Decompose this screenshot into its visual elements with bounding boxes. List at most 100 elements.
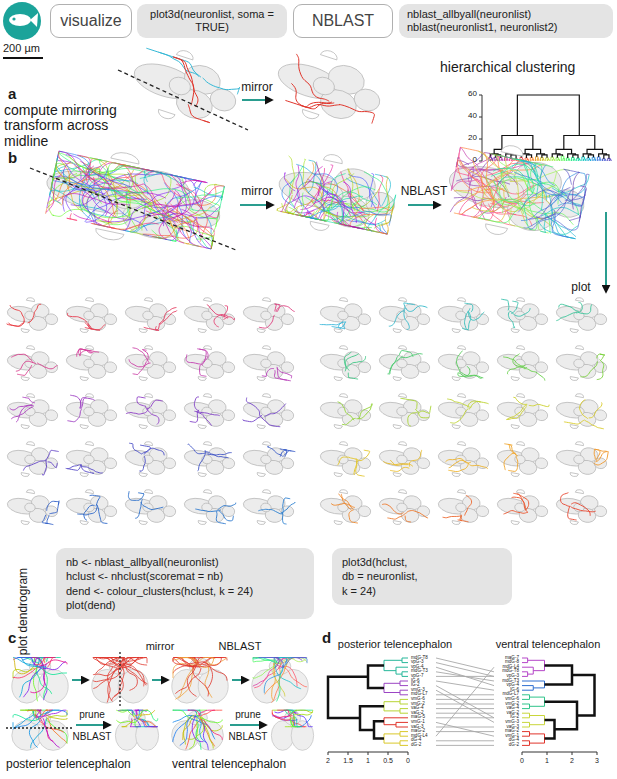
ear-outline [80,521,89,526]
neuron-trace [490,181,538,208]
neuron-trace [66,463,79,471]
ear-outline [516,297,525,302]
ear-outline [334,329,343,334]
neuron-trace [320,317,344,328]
dendrogram-branch [384,734,400,743]
dendrogram-branch [584,159,586,161]
neuron-trace [111,668,123,700]
brain-outline [122,390,178,434]
label-box: visualize [50,4,132,38]
neuron-trace [445,456,469,466]
neuron-trace [314,198,332,221]
box-text: plot3d(hclust, [342,555,502,569]
brain-outline [553,486,609,530]
process-arrow [408,204,440,206]
fish-icon-eye [12,17,15,20]
neuron-trace [295,717,302,727]
axis-tick-label: 60 [468,90,477,99]
neuron-trace [580,359,597,379]
axis-line [522,752,597,753]
axis-tick-label: 3 [595,757,599,765]
ear-outline [570,473,579,478]
brain-region [280,457,294,470]
dendrogram-branch [402,658,408,663]
ear-outline [262,297,271,302]
neuron-trace [414,409,430,419]
brain-region [416,361,430,374]
brain-region [337,310,349,320]
neuron-trace [570,502,592,516]
dendrogram-branch [535,157,538,161]
neuron-trace [187,444,206,455]
neuron-trace [160,57,208,107]
process-arrow [605,212,607,292]
box-text: k = 24) [342,584,502,598]
brain-region [514,454,526,464]
neuron-trace [197,666,227,681]
neuron-trace [122,710,137,719]
ear-outline [570,329,579,334]
ear-outline [516,441,525,446]
brain-region [162,457,176,470]
brain-region [221,361,235,374]
neuron-trace [443,513,462,521]
neuron-trace [264,400,285,420]
neuron-trace [309,162,330,200]
neuron-trace [258,507,283,515]
neuron-trace [273,304,277,312]
neuron-trace [206,658,226,662]
dendrogram-branch [522,686,533,691]
dendrogram-branch [400,690,408,695]
neuron-trace [44,658,54,668]
ear-outline [80,425,89,430]
neuron-trace [595,450,608,464]
ear-outline [198,377,207,382]
neuron-trace [274,658,279,669]
brain-region [573,454,585,464]
neuron-trace [192,715,203,742]
ear-outline [198,521,207,526]
neuron-trace [217,500,235,513]
neuron-trace [110,658,115,665]
brain-outline [317,486,373,530]
brain-outline [63,390,119,434]
coronal-section [12,710,68,750]
ear-outline [21,425,30,430]
neuron-trace [454,191,497,221]
neuron-trace [84,321,105,331]
brain-region [24,454,36,464]
neuron-trace [387,510,405,520]
process-arrow [240,204,273,206]
coronal-section [172,658,228,704]
neuron-trace [189,718,197,749]
neuron-trace [346,353,366,372]
ear-outline [21,377,30,382]
brain-region [280,313,294,326]
arrow-label: mirror [241,81,272,94]
leaf-label: dG-2 [411,743,421,748]
tanglegram-link [436,717,494,718]
neuron-trace [144,447,165,458]
brain-region [534,361,548,374]
neuron-trace [503,444,519,456]
ear-outline [26,297,35,302]
neuron-trace [522,368,546,380]
ear-outline [457,297,466,302]
ear-outline [452,473,461,478]
neuron-trace [381,504,405,515]
neuron-trace [83,191,108,226]
ear-outline [511,521,520,526]
brain-region [416,313,430,326]
neuron-trace [126,404,148,417]
brain-region [593,361,607,374]
neuron-trace [541,203,581,224]
neuron-trace [380,177,396,208]
dendrogram-branch [588,155,593,158]
ear-outline [393,521,402,526]
neuron-trace [58,190,130,216]
region-label: ventral telencephalon [172,758,286,771]
scale-bar [3,57,43,59]
neuron-trace [401,308,413,330]
neuron-trace [457,147,481,166]
ear-outline [203,489,212,494]
